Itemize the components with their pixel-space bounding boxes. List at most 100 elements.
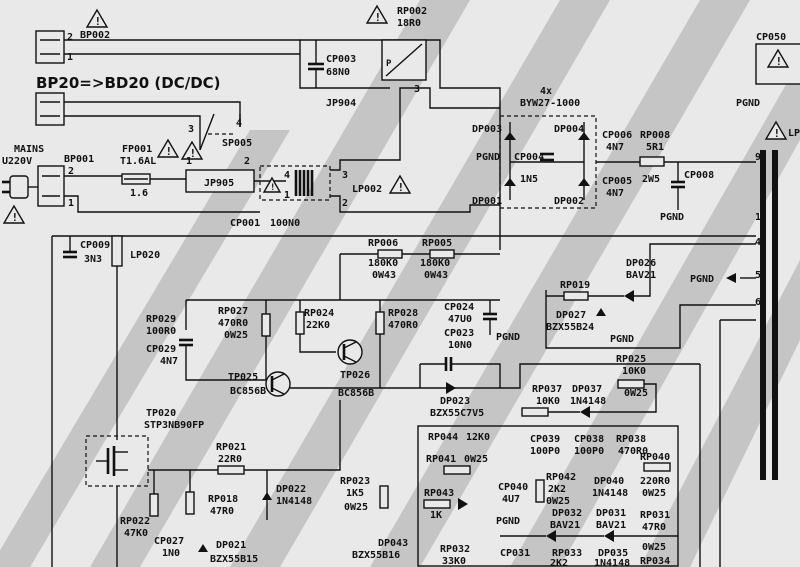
svg-text:P: P	[386, 59, 392, 69]
lp002-ref: LP002	[352, 184, 382, 195]
rp042-resistor	[535, 479, 545, 503]
rp024-resistor	[295, 311, 305, 335]
rp041-resistor	[443, 465, 471, 475]
rp025-power: 0W25	[624, 388, 648, 399]
control-block-frame	[417, 425, 679, 567]
tp026-part: BC856B	[338, 388, 374, 399]
rp029-value: 100R0	[146, 326, 176, 337]
rp018-ref: RP018	[208, 494, 238, 505]
rp006-power: 0W43	[372, 270, 396, 281]
rp040-resistor	[643, 462, 671, 472]
sp005-pin4: 4	[236, 118, 242, 129]
bias-verticals	[265, 300, 381, 388]
warning-icon: !	[766, 48, 790, 68]
lp002-wiring	[330, 87, 500, 213]
cp009-capacitor	[63, 236, 77, 259]
rp044-ref: RP044	[428, 432, 458, 443]
dp002-ref: DP002	[554, 196, 584, 207]
sp005-pin1: 1	[186, 156, 192, 167]
dp023-diode	[446, 382, 456, 394]
warning-icon: !	[180, 140, 204, 160]
cp001-ref: CP001	[230, 218, 260, 229]
cp039-value: 100P0	[530, 446, 560, 457]
rp005-power: 0W43	[424, 270, 448, 281]
mains-voltage: U220V	[2, 156, 32, 167]
rp032-value: 33K0	[442, 556, 466, 567]
rp002-pin3: 3	[414, 84, 420, 95]
svg-text:!: !	[774, 127, 781, 140]
svg-text:!: !	[12, 211, 19, 224]
cp031-ref: CP031	[500, 548, 530, 559]
cp003-ref: CP003	[326, 54, 356, 65]
rp006-ref: RP006	[368, 238, 398, 249]
rp022-value: 47K0	[124, 528, 148, 539]
rp033-value: 2K2	[550, 558, 568, 567]
cp009-ref: CP009	[80, 240, 110, 251]
rp018-resistor	[185, 491, 195, 515]
rp008-power: 2W5	[642, 174, 660, 185]
cp040-pgnd: PGND	[496, 516, 520, 527]
tr-pin9: 9	[755, 152, 761, 163]
tp026-ref: TP026	[340, 370, 370, 381]
cp006-value: 4N7	[606, 142, 624, 153]
bp002-pin1: 1	[67, 52, 73, 63]
pin6-wire	[545, 296, 756, 349]
rp027-resistor	[261, 313, 271, 337]
bp001-label: BP001	[64, 154, 94, 165]
dp037-part: 1N4148	[570, 396, 606, 407]
rp008-resistor	[639, 156, 665, 167]
rp023-resistor	[379, 485, 389, 509]
bridge-rectifier	[499, 115, 597, 209]
rp022-resistor	[149, 493, 159, 517]
cp005-ref: CP005	[602, 176, 632, 187]
rp021-ref: RP021	[216, 442, 246, 453]
bridge-pgnd-label: PGND	[476, 152, 500, 163]
rp002-value: 18R0	[397, 18, 421, 29]
fb-rail	[290, 363, 700, 389]
dp032-ref: DP032	[552, 508, 582, 519]
rp021-resistor	[217, 465, 245, 475]
rp028-resistor	[375, 311, 385, 335]
cp003-capacitor	[308, 40, 324, 88]
sp005-pin2: 2	[244, 156, 250, 167]
cp040-ref: CP040	[498, 482, 528, 493]
dp031-diode	[604, 530, 614, 542]
rp027-power: 0W25	[224, 330, 248, 341]
dp022-part: 1N4148	[276, 496, 312, 507]
rp025-resistor	[617, 379, 645, 389]
svg-text:!: !	[375, 11, 382, 24]
cp024-value: 47U0	[448, 314, 472, 325]
bp001-pin1: 1	[68, 198, 74, 209]
rp027-ref: RP027	[218, 306, 248, 317]
rp029-cp029	[179, 300, 270, 381]
lp-label: LP	[788, 128, 800, 139]
cp050-ref: CP050	[756, 32, 786, 43]
rp024-value: 22K0	[306, 320, 330, 331]
bd20-connector	[35, 92, 65, 126]
tp020-ref: TP020	[146, 408, 176, 419]
rp002-thermistor: P	[381, 39, 427, 81]
rp042-value: 2K2	[548, 484, 566, 495]
dp043-ref: DP043	[378, 538, 408, 549]
rp033-ref: RP033	[552, 548, 582, 559]
tr-pin4: 4	[755, 237, 761, 248]
svg-text:!: !	[270, 183, 275, 193]
tp025-ref: TP025	[228, 372, 258, 383]
rp023-ref: RP023	[340, 476, 370, 487]
rp028-value: 470R0	[388, 320, 418, 331]
rp019-resistor	[563, 291, 589, 301]
rp019-ref: RP019	[560, 280, 590, 291]
transformer-core	[760, 150, 778, 480]
rp037-resistor	[521, 407, 549, 417]
cp006-ref: CP006	[602, 130, 632, 141]
rp005-ref: RP005	[422, 238, 452, 249]
warning-icon: !	[365, 4, 389, 24]
bp001-pin2: 2	[68, 166, 74, 177]
tr-pin5: 5	[755, 270, 761, 281]
rp006-value: 180K0	[368, 258, 398, 269]
cp008-ref: CP008	[684, 170, 714, 181]
jp904-ref: JP904	[326, 98, 356, 109]
warning-icon: !	[85, 8, 109, 28]
rp043-resistor	[423, 499, 451, 509]
